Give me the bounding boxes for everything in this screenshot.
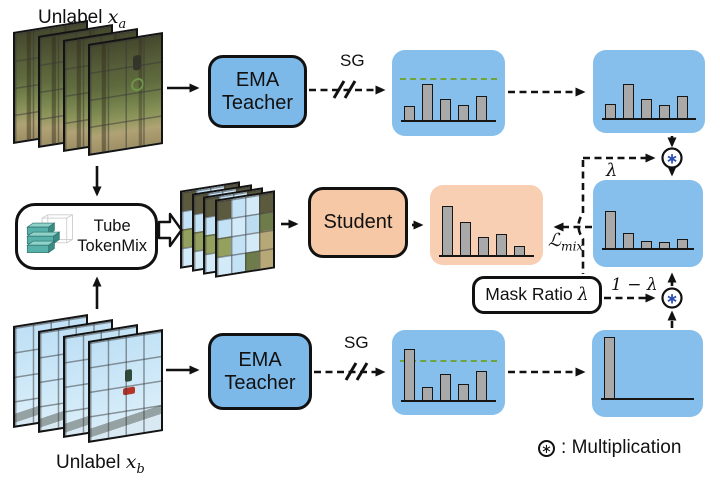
- target-a-chart-panel: [593, 50, 705, 133]
- sg-top-label: SG: [340, 51, 365, 70]
- multiply-bottom-icon: ∗: [661, 287, 683, 309]
- patch-grid: [90, 331, 161, 441]
- bar: [623, 84, 634, 119]
- bar: [605, 211, 616, 249]
- mixed-target-chart-panel: [593, 180, 703, 267]
- bar: [476, 371, 487, 401]
- bar: [404, 106, 415, 121]
- unlabel-b-label: Unlabel xb: [56, 451, 145, 477]
- target-b-chart-panel: [592, 330, 703, 417]
- bar: [659, 242, 670, 249]
- bar: [442, 206, 453, 256]
- bar: [623, 233, 634, 249]
- mix-output-arrow-icon: [157, 212, 183, 248]
- sg-bottom-label: SG: [344, 333, 369, 352]
- multiply-legend-icon: ∗: [538, 439, 555, 457]
- bar: [677, 239, 688, 249]
- tube-cubes-icon: [26, 213, 73, 253]
- bar: [460, 222, 471, 256]
- multiply-top-icon: ∗: [661, 147, 683, 169]
- one-minus-lambda-label: 1 − λ: [611, 275, 658, 295]
- chart-baseline: [601, 397, 694, 400]
- bar: [476, 96, 487, 121]
- stop-gradient-bottom-icon: [344, 362, 358, 381]
- video-frame: [88, 32, 163, 156]
- bar-group: [442, 206, 537, 256]
- bar: [677, 96, 688, 119]
- bar-group: [604, 337, 697, 399]
- bar: [514, 246, 525, 256]
- stop-gradient-top-icon: [343, 80, 357, 99]
- legend-text: : Multiplication: [561, 437, 682, 458]
- dashed-mask-ratio-riser: [577, 160, 585, 274]
- bar-group: [404, 349, 499, 401]
- confidence-threshold-line: [400, 360, 497, 362]
- mask-ratio-box: Mask Ratio λ: [472, 276, 602, 314]
- bar: [604, 337, 615, 399]
- bar: [404, 349, 415, 401]
- patch-grid: [217, 192, 273, 276]
- confidence-threshold-line: [400, 78, 497, 80]
- bar: [478, 237, 489, 256]
- bar: [659, 105, 670, 119]
- svg-text:∗: ∗: [666, 150, 679, 168]
- bar-group: [404, 84, 499, 121]
- bar: [641, 99, 652, 119]
- stop-gradient-top-icon: [332, 80, 346, 99]
- student-box: Student: [308, 187, 408, 258]
- bar: [496, 234, 507, 256]
- bar: [440, 374, 451, 401]
- bar: [605, 104, 616, 119]
- teacher-b-chart-panel: [392, 330, 505, 415]
- patch-grid: [90, 34, 161, 154]
- legend: ∗ : Multiplication: [538, 437, 681, 459]
- teacher-a-chart-panel: [392, 50, 505, 136]
- loss-mix-label: ℒmix: [548, 230, 584, 254]
- student-prediction-chart-panel: [430, 185, 543, 265]
- svg-text:∗: ∗: [666, 290, 679, 308]
- lambda-label: λ: [606, 160, 618, 181]
- video-frame: [88, 329, 163, 443]
- bar: [440, 99, 451, 121]
- bar: [422, 84, 433, 121]
- bar: [422, 387, 433, 401]
- bar-group: [605, 211, 697, 249]
- bar-group: [605, 84, 699, 119]
- bar: [641, 241, 652, 249]
- stop-gradient-bottom-icon: [355, 362, 369, 381]
- mixed-frame: [215, 190, 275, 278]
- bar: [458, 105, 469, 121]
- bar: [458, 384, 469, 401]
